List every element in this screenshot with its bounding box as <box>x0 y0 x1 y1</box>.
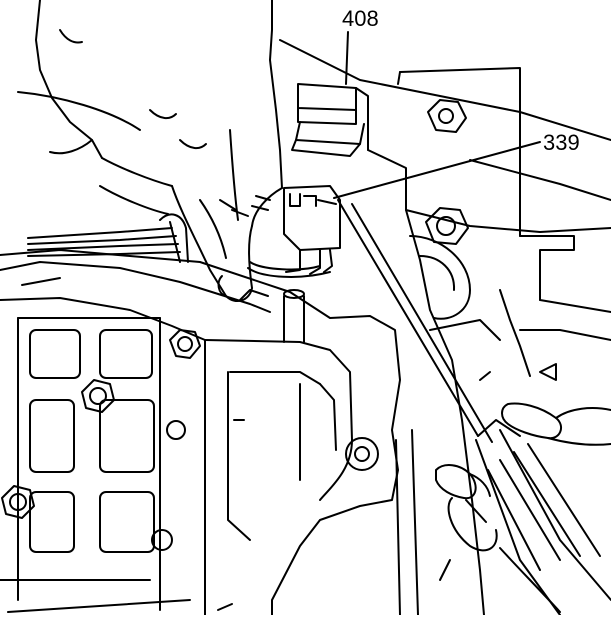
housing-bolt <box>425 207 469 245</box>
valve-body <box>0 249 401 616</box>
housing-bolt <box>427 99 467 133</box>
callout-label-408: 408 <box>342 6 379 31</box>
mounting-hole <box>345 437 379 471</box>
valve-body-bolt <box>169 329 201 359</box>
guide-pin <box>283 289 305 343</box>
valve-body-bolt <box>1 485 35 519</box>
valve-body-bolt <box>81 379 115 413</box>
transmission-case <box>279 39 611 616</box>
leader-line-339 <box>333 141 541 199</box>
connector-339 <box>283 185 341 275</box>
solenoid-408 <box>291 83 369 157</box>
leader-line-408 <box>345 31 349 85</box>
hand-top <box>17 0 283 303</box>
mounting-hole <box>151 529 173 551</box>
hand-bottom <box>435 402 611 613</box>
callout-label-339: 339 <box>543 130 580 155</box>
screwdriver <box>337 199 611 616</box>
mounting-hole <box>166 420 186 440</box>
wire-harness <box>27 213 331 278</box>
